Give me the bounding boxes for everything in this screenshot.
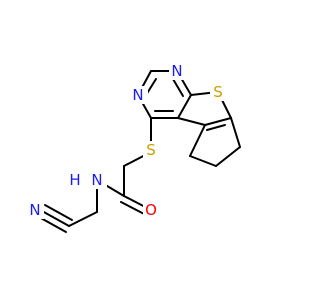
atom-s-thioether-bg (143, 141, 160, 159)
atom-s-thioether: S (143, 141, 160, 159)
atom-nh-amide-label: N (91, 171, 102, 189)
atom-s-thiophene-bg (210, 83, 227, 101)
atom-n-nitrile: N (27, 201, 44, 219)
bond-c6-c5 (189, 155, 217, 167)
atom-h-amide-bg (66, 171, 83, 189)
bond-c3a-c4a (177, 94, 192, 119)
atom-n-nitrile-label: N (29, 201, 40, 219)
bond-c5-c4b (189, 124, 206, 157)
atom-s-thiophene-label: S (213, 83, 223, 101)
atom-n-pyrimidine-left-bg (131, 86, 148, 104)
bond-ch2-cn (68, 211, 98, 227)
bond-nitrile-2 (38, 216, 67, 233)
bond-c7a-c4b (204, 117, 232, 126)
atom-h-amide-label: H (69, 171, 80, 189)
bond-nitrile-1 (41, 210, 70, 227)
atom-n-pyrimidine-top: N (169, 62, 186, 80)
bond-c4b-c4a (177, 117, 206, 126)
atom-s-thiophene: S (210, 83, 227, 101)
bond-n3-c3a-inner (172, 78, 184, 97)
molecule-structure: N N S S O N H N (27, 62, 241, 233)
bond-c7a-c7 (230, 117, 241, 148)
bond-c7a-c4b-inner (206, 124, 226, 131)
atom-n-pyrimidine-top-label: N (171, 62, 182, 80)
atom-nh-amide-bg (90, 171, 107, 189)
atom-n-pyrimidine-left-label: N (132, 86, 143, 104)
atom-o-carbonyl-bg (143, 201, 160, 219)
atom-n-pyrimidine-top-bg (169, 62, 186, 80)
atom-o-carbonyl-label: O (145, 201, 157, 219)
atom-nh-amide: N H (66, 171, 107, 189)
atom-labels: N N S S O N H N (27, 62, 227, 219)
atom-s-thioether-label: S (146, 141, 156, 159)
bond-nitrile-3 (44, 204, 73, 221)
atom-o-carbonyl: O (143, 201, 160, 219)
atom-n-nitrile-bg (27, 201, 44, 219)
atom-n-pyrimidine-left: N (131, 86, 148, 104)
bond-c7-c6 (215, 146, 241, 167)
